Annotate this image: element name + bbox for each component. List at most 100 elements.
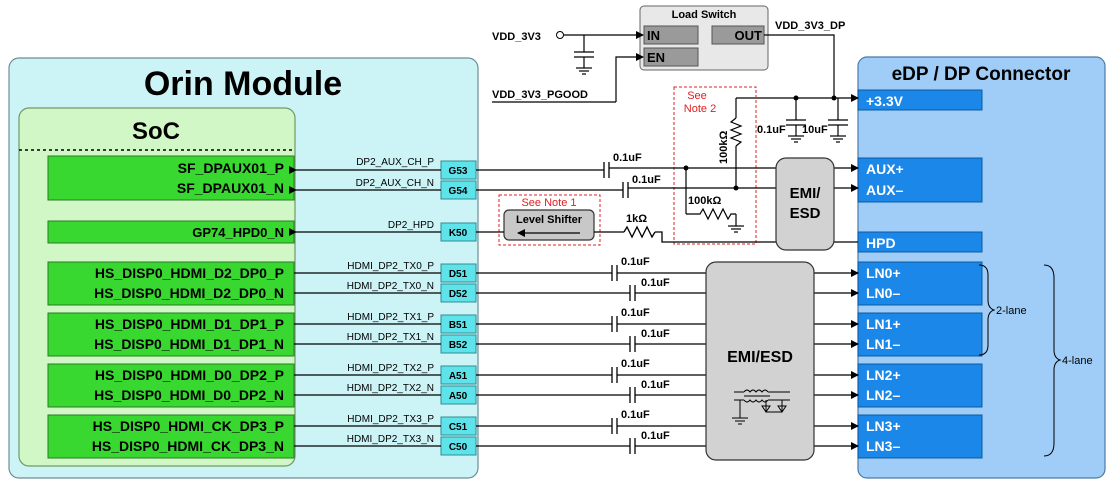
soc-pin-label: HS_DISP0_HDMI_CK_DP3_N — [92, 438, 284, 454]
soc-pin-group-lane2 — [47, 363, 295, 408]
aux-cap-label: 0.1uF — [613, 152, 642, 164]
vdd-3v3-terminal — [556, 31, 564, 39]
junction-dot — [793, 95, 799, 101]
lane-cap-label: 0.1uF — [641, 379, 670, 391]
pullup-resistor-label: 100kΩ — [718, 131, 730, 164]
module-pin-label: K50 — [449, 228, 468, 239]
soc-pin-label: SF_DPAUX01_P — [178, 160, 284, 176]
net-label: DP2_HPD — [388, 220, 434, 231]
bracket-2-lane-label: 2-lane — [996, 305, 1027, 317]
orin-module-title: Orin Module — [144, 65, 342, 103]
soc-pin-label: SF_DPAUX01_N — [177, 180, 284, 196]
hpd-resistor-label: 1kΩ — [626, 213, 647, 225]
connector-pin-label: HPD — [866, 235, 896, 251]
pulldown-resistor — [686, 207, 736, 221]
hpd-wire — [655, 231, 858, 243]
load-switch-in-label: IN — [647, 28, 660, 43]
soc-title: SoC — [132, 118, 180, 145]
note2-label: See — [687, 90, 707, 102]
load-switch-out-label: OUT — [735, 28, 763, 43]
connector-pin-box — [857, 157, 983, 203]
connector-pin-label: LN0– — [866, 285, 900, 301]
vdd-dp-label: VDD_3V3_DP — [775, 20, 845, 32]
pullup-resistor — [729, 117, 743, 147]
soc-pin-group-lane1 — [47, 312, 295, 357]
emi-esd-aux-label: EMI/ — [790, 185, 822, 202]
soc-pin-label: HS_DISP0_HDMI_D2_DP0_P — [95, 265, 284, 281]
note1-dashed-box — [498, 194, 601, 246]
connector-pin-label: LN2+ — [866, 367, 901, 383]
connector-pin-label: AUX+ — [866, 161, 904, 177]
net-label: HDMI_DP2_TX0_P — [347, 261, 434, 272]
lane-cap-label: 0.1uF — [641, 328, 670, 340]
pulldown-resistor-label: 100kΩ — [688, 195, 721, 207]
net-label: HDMI_DP2_TX3_P — [347, 414, 434, 425]
vdd-dp-wire — [764, 34, 835, 98]
bracket-4-lane — [1043, 264, 1062, 457]
connector-pin-label: +3.3V — [866, 93, 904, 109]
connector-title: eDP / DP Connector — [892, 64, 1071, 85]
lane-cap-label: 0.1uF — [621, 358, 650, 370]
connector-pin-label: LN1+ — [866, 316, 901, 332]
module-pin-label: G53 — [449, 166, 468, 177]
lane-cap-label: 0.1uF — [621, 409, 650, 421]
note2-dashed-box — [673, 86, 757, 245]
soc-pin-group-aux — [47, 155, 295, 201]
emi-esd-aux-box — [775, 157, 835, 251]
connector-pin-label: AUX– — [866, 182, 904, 198]
module-pin-label: C51 — [449, 422, 468, 433]
net-label: HDMI_DP2_TX3_N — [347, 434, 434, 445]
lane-cap-label: 0.1uF — [641, 430, 670, 442]
soc-pin-label: HS_DISP0_HDMI_D0_DP2_N — [94, 387, 284, 403]
soc-pin-group-lane0 — [47, 261, 295, 306]
soc-pin-label: HS_DISP0_HDMI_D1_DP1_P — [95, 316, 284, 332]
lane-cap-label: 0.1uF — [621, 307, 650, 319]
hpd-series-resistor — [623, 225, 656, 239]
common-mode-choke-icon — [732, 389, 790, 425]
net-label: HDMI_DP2_TX1_N — [347, 332, 434, 343]
soc-pin-group-lane3 — [47, 414, 295, 459]
soc-pin-label: HS_DISP0_HDMI_D0_DP2_P — [95, 367, 284, 383]
lane-cap-label: 0.1uF — [621, 256, 650, 268]
level-shifter-label: Level Shifter — [516, 214, 583, 226]
bulk-cap-label: 10uF — [802, 124, 828, 136]
module-pin-label: B52 — [449, 340, 468, 351]
vdd-pgood-label: VDD_3V3_PGOOD — [492, 89, 588, 101]
module-pin-label: D51 — [449, 269, 468, 280]
module-pin-label: G54 — [449, 186, 468, 197]
connector-pin-label: LN3– — [866, 438, 900, 454]
soc-pin-label: HS_DISP0_HDMI_D2_DP0_N — [94, 285, 284, 301]
emi-esd-aux-label: ESD — [790, 205, 821, 222]
soc-pin-label: HS_DISP0_HDMI_CK_DP3_P — [93, 418, 284, 434]
module-pin-label: A51 — [449, 371, 468, 382]
connector-pin-label: LN0+ — [866, 265, 901, 281]
soc-pin-label: HS_DISP0_HDMI_D1_DP1_N — [94, 336, 284, 352]
junction-dot — [831, 95, 837, 101]
module-pin-label: A50 — [449, 391, 468, 402]
lane-cap-label: 0.1uF — [641, 277, 670, 289]
net-label: HDMI_DP2_TX1_P — [347, 312, 434, 323]
pgood-wire — [615, 53, 644, 102]
emi-esd-lanes-box — [705, 261, 815, 461]
note2-label: Note 2 — [684, 103, 716, 115]
net-label: HDMI_DP2_TX2_P — [347, 363, 434, 374]
connector-pin-box — [857, 363, 983, 408]
load-switch-en-label: EN — [647, 50, 665, 65]
net-label: DP2_AUX_CH_N — [356, 178, 434, 189]
net-label: HDMI_DP2_TX2_N — [347, 383, 434, 394]
connector-pin-label: LN3+ — [866, 418, 901, 434]
bulk-cap-label: 0.1uF — [757, 124, 786, 136]
aux-cap-label: 0.1uF — [632, 174, 661, 186]
load-switch-in — [643, 25, 699, 45]
load-switch-title: Load Switch — [672, 9, 737, 21]
note1-label: See Note 1 — [521, 197, 576, 209]
module-pin-label: C50 — [449, 442, 468, 453]
net-label: HDMI_DP2_TX0_N — [347, 281, 434, 292]
soc-pin-label: GP74_HPD0_N — [192, 225, 284, 240]
connector-pin-box — [857, 261, 983, 306]
emi-esd-lanes-label: EMI/ESD — [727, 349, 793, 366]
connector-pin-box — [857, 414, 983, 459]
module-pin-label: D52 — [449, 289, 468, 300]
connector-pin-box — [857, 312, 983, 357]
